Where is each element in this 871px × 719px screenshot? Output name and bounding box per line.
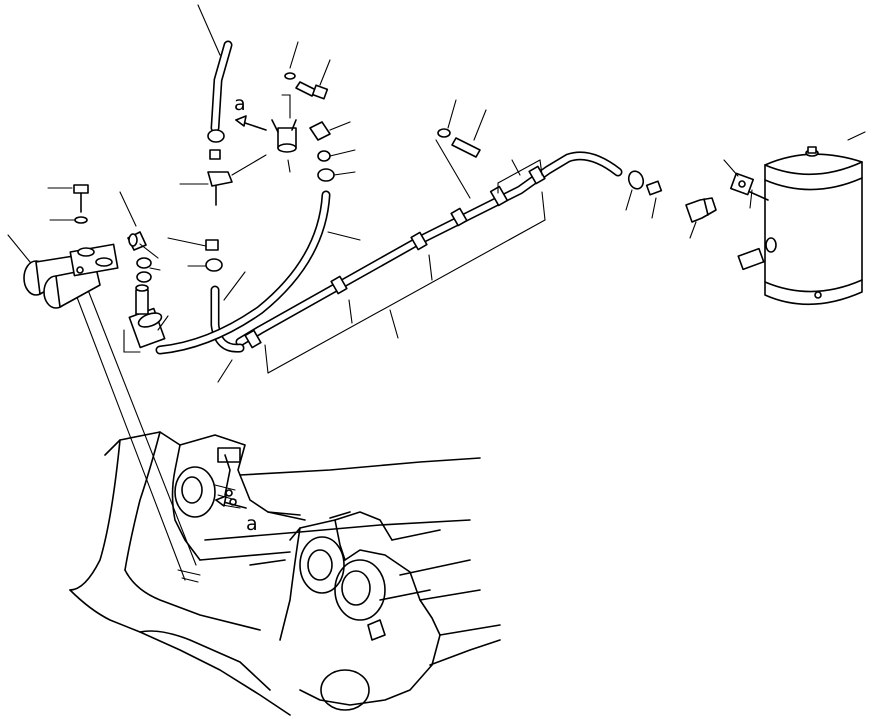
upper-fittings (205, 72, 481, 272)
group-bracket (264, 159, 546, 374)
hose-clamps (244, 165, 546, 349)
air-horn-assembly (23, 184, 152, 309)
loader-frame (69, 431, 501, 716)
air-tank (730, 146, 863, 306)
tank-fittings (627, 170, 717, 223)
callout-label-upper: a (234, 93, 246, 115)
check-valve (730, 172, 769, 201)
callout-label-lower: a (246, 513, 258, 535)
drain-cock (737, 237, 777, 271)
horn-valve (123, 284, 166, 353)
mount-leader-lines (74, 289, 197, 581)
air-hose-main (155, 40, 623, 355)
reference-leaders (7, 4, 866, 509)
